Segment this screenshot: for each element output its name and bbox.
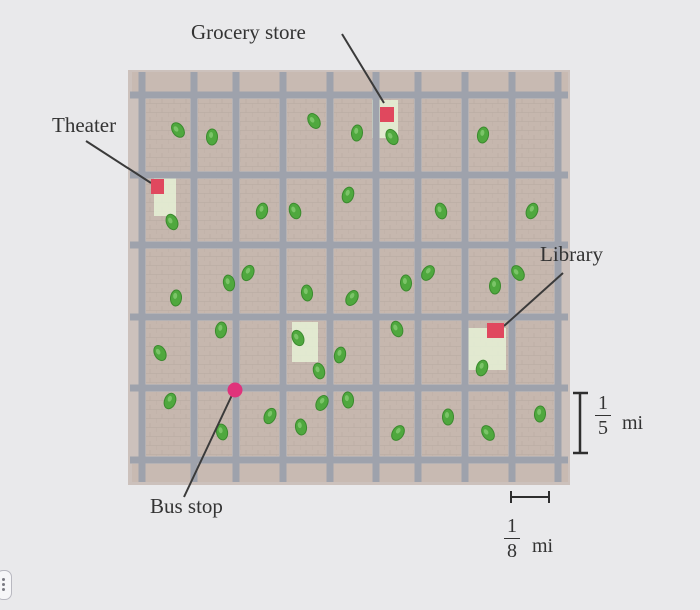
tree-icon: [312, 362, 326, 380]
city-block-texture: [469, 249, 508, 313]
tree-icon: [263, 407, 277, 425]
city-block-texture: [469, 179, 508, 241]
tree-icon: [391, 425, 405, 441]
tree-icon: [288, 202, 302, 220]
city-block-texture: [334, 179, 372, 241]
tree-icon: [434, 202, 448, 220]
tree-icon: [169, 289, 183, 307]
city-block-texture: [146, 321, 190, 384]
city-block-texture: [422, 321, 461, 384]
city-block-texture: [380, 392, 414, 456]
tree-icon: [385, 128, 399, 146]
tree-icon: [214, 321, 228, 339]
grocery-store-marker[interactable]: [380, 107, 394, 122]
side-drag-handle[interactable]: [0, 570, 12, 600]
tree-icon: [476, 126, 490, 144]
vertical-scale-unit: mi: [622, 412, 644, 434]
map-bottom-fringe: [132, 464, 568, 482]
tree-icon: [153, 344, 167, 362]
tree-icon: [488, 277, 502, 295]
city-block-texture: [198, 179, 232, 241]
city-block-texture: [146, 249, 190, 313]
tree-icon: [390, 320, 404, 338]
vertical-scale-denominator: 5: [598, 417, 608, 439]
grocery-leader-line: [341, 33, 385, 104]
library-leader-line: [503, 272, 564, 327]
city-block-texture: [422, 249, 461, 313]
city-block-texture: [287, 249, 326, 313]
city-block-texture: [240, 99, 279, 171]
tree-icon: [350, 124, 364, 142]
tree-icon: [341, 186, 355, 204]
tree-icon: [255, 202, 269, 220]
map-top-fringe: [132, 72, 568, 92]
tree-icon: [291, 329, 305, 347]
tree-icon: [294, 418, 308, 436]
city-block-texture: [422, 99, 461, 171]
streets: [130, 72, 568, 482]
city-block-texture: [422, 392, 461, 456]
horizontal-scale-fraction: 1 8: [504, 515, 520, 562]
tree-icon: [511, 265, 525, 281]
tree-icon: [163, 392, 177, 410]
theater-label: Theater: [52, 113, 117, 137]
theater-leader-line: [85, 140, 152, 184]
tree-icon: [421, 265, 435, 281]
trees: [153, 113, 547, 441]
vertical-scale-fraction: 1 5: [595, 392, 611, 439]
scale-bar-horizontal: [510, 491, 550, 503]
horizontal-scale-denominator: 8: [507, 540, 517, 562]
city-block-texture: [516, 99, 554, 171]
city-block-texture: [240, 392, 279, 456]
tree-icon: [525, 202, 539, 220]
tree-icon: [307, 113, 321, 129]
grocery-store-label: Grocery store: [191, 20, 306, 44]
tree-icon: [481, 425, 495, 441]
city-block-texture: [469, 392, 508, 456]
tree-icon: [399, 274, 413, 292]
bus-stop-marker[interactable]: [227, 382, 243, 398]
tree-icon: [345, 290, 359, 306]
theater-marker[interactable]: [151, 179, 164, 194]
tree-icon: [533, 405, 547, 423]
tree-icon: [475, 359, 489, 377]
tree-icon: [341, 391, 355, 409]
tree-icon: [222, 274, 236, 292]
bus-stop-leader-line: [183, 394, 233, 498]
city-block-texture: [516, 321, 554, 384]
library-label: Library: [540, 242, 603, 266]
library-marker[interactable]: [487, 323, 504, 338]
tree-icon: [205, 128, 219, 146]
bus-stop-label: Bus stop: [150, 494, 223, 518]
tree-icon: [241, 264, 255, 282]
city-block-texture: [516, 249, 554, 313]
city-block-texture: [380, 179, 414, 241]
tree-icon: [165, 213, 179, 231]
tree-icon: [300, 284, 314, 302]
city-block-texture: [198, 392, 232, 456]
tree-icon: [171, 122, 185, 138]
tree-icon: [333, 346, 347, 364]
city-block-texture: [287, 99, 326, 171]
tree-icon: [315, 395, 329, 411]
leader-lines: [85, 33, 564, 498]
city-block-texture: [240, 321, 279, 384]
tree-icon: [215, 423, 229, 441]
city-block-texture: [516, 392, 554, 456]
scale-bar-vertical: [573, 391, 588, 455]
horizontal-scale-numerator: 1: [507, 515, 517, 537]
tree-icon: [442, 408, 454, 426]
vertical-scale-numerator: 1: [598, 392, 608, 414]
horizontal-scale-unit: mi: [532, 535, 554, 557]
